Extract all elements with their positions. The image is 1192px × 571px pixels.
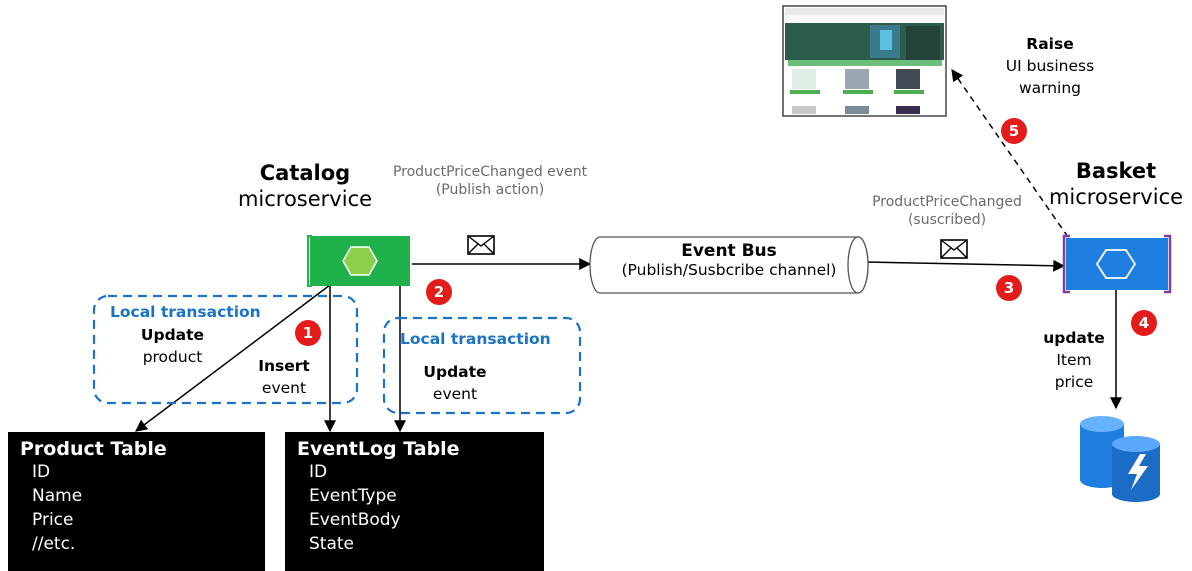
raise-line2: UI business: [1005, 57, 1095, 75]
raise-warning-arrow: [951, 69, 1069, 238]
event-bus-label: Event Bus (Publish/Susbcribe channel): [604, 241, 854, 279]
table-row: State: [309, 534, 354, 554]
catalog-title: Catalog microservice: [225, 160, 385, 212]
basket-name: Basket: [1075, 159, 1157, 183]
update-object: product: [142, 348, 203, 366]
product-table: Product Table ID Name Price //etc.: [8, 432, 265, 571]
webpage-screenshot: [782, 5, 947, 117]
basket-subtitle: microservice: [1048, 185, 1184, 209]
table-row: EventBody: [309, 510, 401, 530]
publish-event-action: (Publish action): [435, 182, 545, 198]
publish-event-label: ProductPriceChanged event (Publish actio…: [380, 163, 600, 199]
catalog-subtitle: microservice: [237, 187, 373, 211]
publish-event-name: ProductPriceChanged event: [392, 164, 588, 180]
table-row: //etc.: [32, 534, 76, 554]
update-product-text: Update product: [120, 324, 225, 368]
local-transaction-label-2: Local transaction: [400, 330, 551, 348]
event-bus-title: Event Bus: [681, 241, 777, 261]
update-event-object: event: [432, 385, 478, 403]
step-badge-3: 3: [996, 275, 1022, 301]
eventlog-table-title: EventLog Table: [297, 438, 460, 460]
update-event-action: Update: [423, 363, 487, 381]
update-item-line2: Item: [1056, 351, 1092, 369]
raise-line3: warning: [1018, 79, 1082, 97]
event-bus-cylinder: [589, 236, 869, 294]
catalog-name: Catalog: [259, 161, 351, 185]
step-badge-1: 1: [295, 320, 321, 346]
step-badge-2: 2: [426, 279, 452, 305]
update-item-line3: price: [1054, 373, 1094, 391]
step-badge-5: 5: [1001, 118, 1027, 144]
insert-action: Insert: [258, 357, 310, 375]
local-transaction-label-1: Local transaction: [110, 303, 261, 321]
hexagon-icon: [1095, 249, 1137, 279]
table-row: Name: [32, 486, 83, 506]
eventlog-table: EventLog Table ID EventType EventBody St…: [285, 432, 544, 571]
database-icon: [1080, 416, 1160, 502]
update-product-arrow: [135, 284, 331, 432]
update-action: Update: [140, 326, 205, 344]
product-table-title: Product Table: [20, 438, 167, 460]
hexagon-icon: [342, 246, 378, 276]
envelope-icon: [467, 235, 495, 255]
subscribe-arrow: [865, 259, 1066, 272]
table-row: Price: [32, 510, 74, 530]
local-transaction-box-2: [382, 316, 582, 415]
catalog-service-box: [307, 235, 410, 287]
basket-title: Basket microservice: [1040, 158, 1192, 210]
envelope-icon: [940, 239, 968, 259]
insert-object: event: [261, 379, 307, 397]
table-row: ID: [309, 462, 328, 482]
step-badge-4: 4: [1131, 310, 1157, 336]
subscribe-event-status: (suscribed): [907, 212, 987, 228]
table-row: ID: [32, 462, 51, 482]
table-row: EventType: [309, 486, 397, 506]
insert-event-text: Insert event: [250, 355, 318, 399]
basket-service-box: [1062, 234, 1172, 294]
raise-warning-text: Raise UI business warning: [990, 33, 1110, 99]
subscribe-event-label: ProductPriceChanged (suscribed): [862, 193, 1032, 229]
update-event-text: Update event: [410, 361, 500, 405]
subscribe-event-name: ProductPriceChanged: [872, 194, 1022, 210]
event-bus-subtitle: (Publish/Susbcribe channel): [621, 261, 837, 279]
update-item-price-text: update Item price: [1036, 327, 1112, 393]
raise-action: Raise: [1026, 35, 1074, 53]
update-item-action: update: [1043, 329, 1105, 347]
